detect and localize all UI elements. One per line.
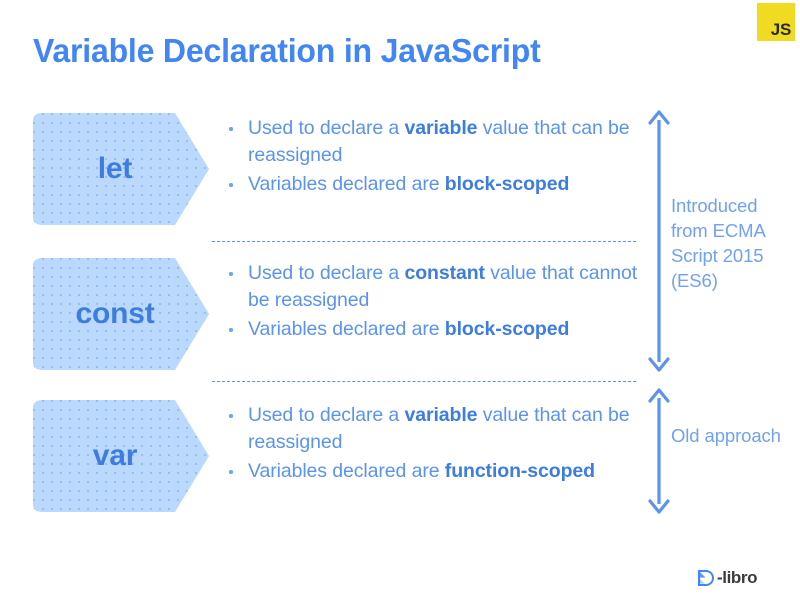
- keyword-label-var: var: [92, 439, 138, 472]
- bullet-text-pre: Variables declared are: [248, 460, 445, 482]
- bullet-text-post: value that can be reassigned: [248, 117, 630, 166]
- bullet-text-strong: block-scoped: [444, 173, 570, 195]
- js-logo-badge: JS: [757, 3, 795, 41]
- bullet-text-post: value that cannot be reassigned: [248, 262, 638, 311]
- bullet-text-pre: Used to declare a: [248, 404, 405, 426]
- row-let: let Used to declare a variable value tha…: [0, 113, 800, 225]
- annotation-es6: Introduced from ECMA Script 2015 (ES6): [671, 195, 765, 291]
- list-item: Used to declare a constant value that ca…: [225, 260, 640, 314]
- row-const: const Used to declare a constant value t…: [0, 258, 800, 370]
- double-arrow-es6-icon: [645, 110, 673, 372]
- dashed-divider-2: [212, 381, 636, 382]
- bullet-text-strong: function-scoped: [444, 460, 595, 482]
- brand-logo: -libro: [696, 566, 757, 590]
- list-item: Variables declared are function-scoped: [225, 458, 640, 485]
- d-libro-mark-icon: [698, 570, 714, 586]
- keyword-label-let: let: [97, 152, 133, 185]
- bullet-text-strong: variable: [404, 404, 478, 426]
- bullet-text-strong: block-scoped: [444, 318, 570, 340]
- page-title: Variable Declaration in JavaScript: [33, 32, 541, 69]
- keyword-shape-let: let: [33, 113, 209, 225]
- bullet-list-var: Used to declare a variable value that ca…: [225, 402, 640, 487]
- keyword-shape-const: const: [33, 258, 209, 370]
- list-item: Used to declare a variable value that ca…: [225, 115, 640, 169]
- list-item: Variables declared are block-scoped: [225, 316, 640, 343]
- bullet-text-pre: Used to declare a: [248, 117, 405, 139]
- bullet-text-post: value that can be reassigned: [248, 404, 630, 453]
- double-arrow-old-icon: [645, 388, 673, 514]
- bullet-text-strong: variable: [404, 117, 478, 139]
- annotation-old-approach: Old approach: [671, 425, 781, 446]
- brand-logo-text: -libro: [717, 568, 758, 587]
- bullet-text-pre: Variables declared are: [248, 318, 445, 340]
- js-logo-text: JS: [770, 20, 792, 39]
- bullet-text-pre: Used to declare a: [248, 262, 405, 284]
- bullet-list-const: Used to declare a constant value that ca…: [225, 260, 640, 345]
- bullet-text-strong: constant: [404, 262, 485, 284]
- list-item: Variables declared are block-scoped: [225, 171, 640, 198]
- row-var: var Used to declare a variable value tha…: [0, 400, 800, 515]
- bullet-list-let: Used to declare a variable value that ca…: [225, 115, 640, 200]
- list-item: Used to declare a variable value that ca…: [225, 402, 640, 456]
- dashed-divider-1: [212, 241, 636, 242]
- keyword-label-const: const: [75, 297, 155, 330]
- keyword-shape-var: var: [33, 400, 209, 512]
- bullet-text-pre: Variables declared are: [248, 173, 445, 195]
